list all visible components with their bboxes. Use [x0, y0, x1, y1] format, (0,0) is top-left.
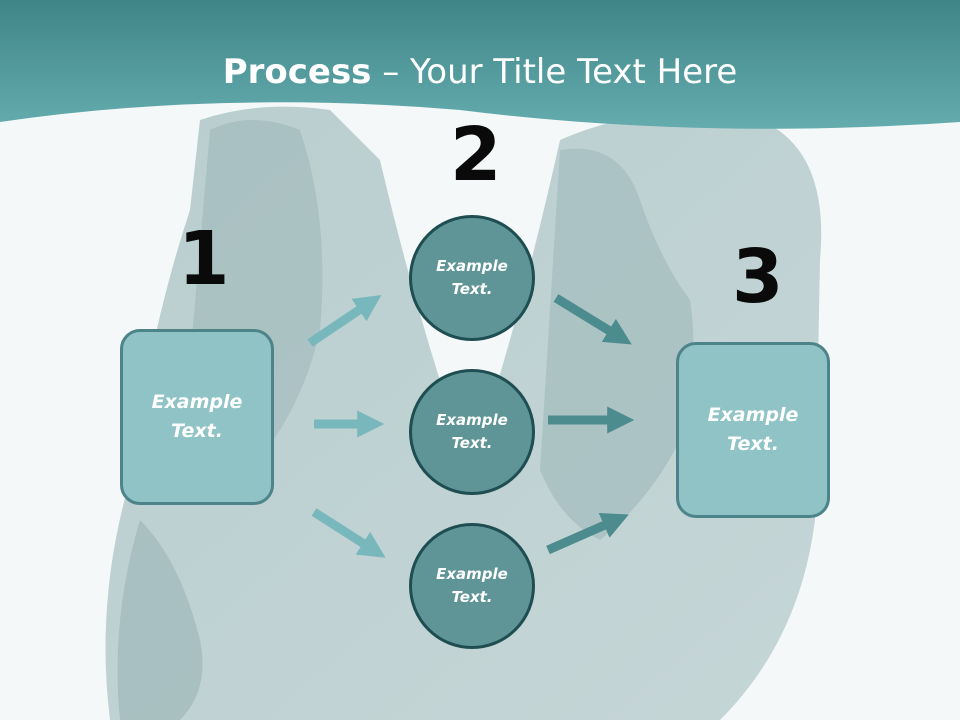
slide-title: Process – Your Title Text Here [0, 52, 960, 92]
step-3-text: Example Text. [707, 404, 799, 455]
arrow-1-to-bottom [311, 508, 386, 558]
step-2-bottom-text: Example Text. [436, 565, 508, 606]
arrow-top-to-3 [553, 294, 632, 345]
title-rest: – Your Title Text Here [371, 52, 738, 92]
step-1-text: Example Text. [151, 391, 243, 442]
header-band [0, 0, 960, 129]
title-bold: Process [222, 52, 372, 92]
arrow-bottom-to-3 [546, 512, 629, 555]
step-2-top-text: Example Text. [436, 257, 508, 298]
step-1-box: Example Text. [120, 329, 274, 505]
step-number-1: 1 [178, 216, 230, 302]
step-2-middle-text: Example Text. [436, 411, 508, 452]
step-3-box: Example Text. [676, 342, 830, 518]
step-number-2: 2 [450, 112, 502, 198]
step-2-circle-bottom: Example Text. [409, 523, 535, 649]
step-number-3: 3 [732, 234, 784, 320]
step-2-circle-top: Example Text. [409, 215, 535, 341]
step-2-circle-middle: Example Text. [409, 369, 535, 495]
arrow-1-to-top [307, 294, 382, 347]
